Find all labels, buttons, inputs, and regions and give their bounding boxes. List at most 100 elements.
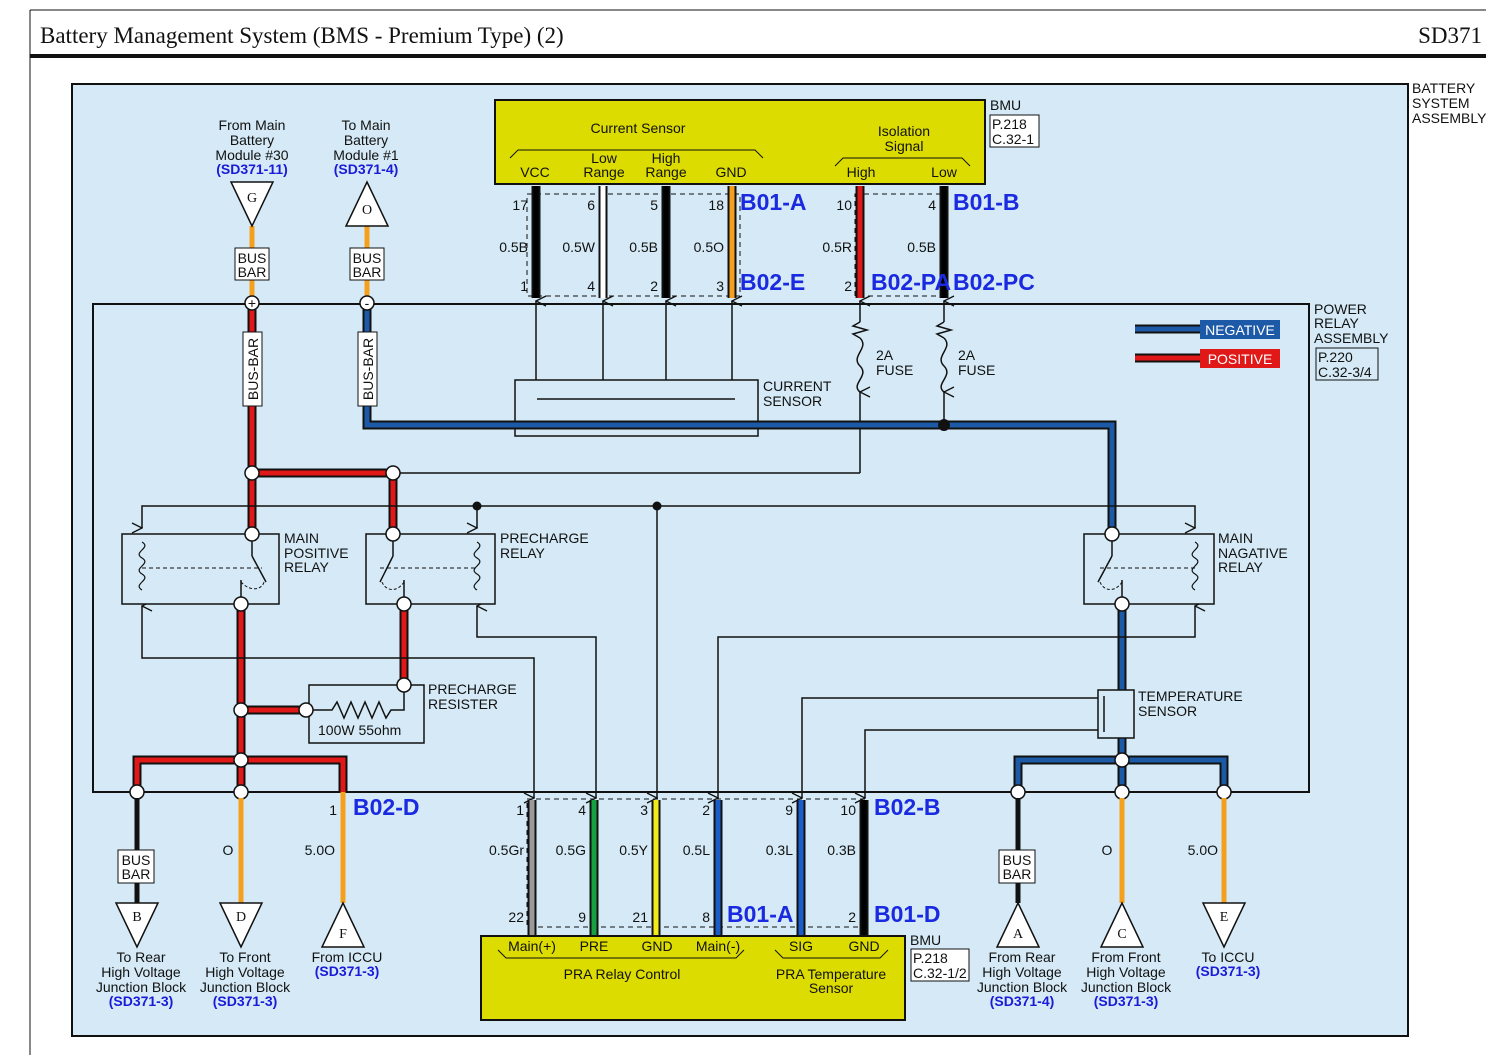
- svg-text:BAR: BAR: [1003, 866, 1032, 882]
- svg-text:BAR: BAR: [238, 264, 267, 280]
- terminal-caption: Junction Block: [96, 979, 187, 995]
- svg-text:SENSOR: SENSOR: [1138, 703, 1197, 719]
- terminal-caption: Junction Block: [200, 979, 291, 995]
- terminal-caption: To Front: [219, 949, 270, 965]
- terminal-caption: From ICCU: [312, 949, 383, 965]
- fuse-isolation-low: [935, 301, 951, 425]
- terminal-caption: High Voltage: [982, 964, 1062, 980]
- connector-b02-pa: B02-PA: [871, 269, 951, 295]
- wire-spec: 0.3B: [827, 842, 856, 858]
- svg-text:RELAY: RELAY: [1314, 315, 1360, 331]
- wire-spec: 0.5B: [499, 239, 528, 255]
- svg-text:PRECHARGE: PRECHARGE: [428, 681, 517, 697]
- wire-spec: 0.5Gr: [489, 842, 524, 858]
- terminal-letter: D: [236, 910, 246, 925]
- svg-text:BUS: BUS: [353, 250, 382, 266]
- terminal-e: ETo ICCU(SD371-3): [1196, 902, 1261, 979]
- svg-text:RELAY: RELAY: [1218, 559, 1264, 575]
- solder-dots: [472, 419, 950, 511]
- svg-text:-: -: [365, 295, 370, 311]
- wire-spec-c: O: [1102, 842, 1113, 858]
- wire-spec: 0.5B: [629, 239, 658, 255]
- battery-system-label: BATTERY SYSTEM ASSEMBLY: [1412, 80, 1486, 126]
- svg-text:P.218: P.218: [913, 950, 948, 966]
- bus-bar-labels: BUS BAR BUS BAR BUS-BAR BUS-BAR BUS BAR …: [117, 247, 1036, 884]
- svg-text:POSITIVE: POSITIVE: [284, 545, 349, 561]
- connector-b02-b: B02-B: [874, 794, 940, 820]
- svg-text:BAR: BAR: [353, 264, 382, 280]
- bmu-top-box: Current Sensor Isolation Signal VCC Low …: [494, 97, 1040, 185]
- pin-bottom-22: 22: [508, 909, 524, 925]
- page-code: SD371: [1418, 23, 1482, 48]
- terminal-caption: From Rear: [989, 949, 1056, 965]
- terminal-letter: B: [132, 910, 141, 925]
- svg-text:To Main: To Main: [341, 117, 390, 133]
- connector-b01-a-top: B01-A: [740, 189, 806, 215]
- svg-text:Range: Range: [645, 164, 686, 180]
- bottom-wire-3: 3 0.5Y 21: [619, 800, 661, 936]
- svg-text:P.220: P.220: [1318, 349, 1353, 365]
- wire-legend: NEGATIVE POSITIVE: [1135, 320, 1280, 368]
- wire-spec-f: 5.0O: [305, 842, 335, 858]
- terminal-caption: High Voltage: [101, 964, 181, 980]
- pin-top-5: 5: [650, 197, 658, 213]
- svg-text:MAIN: MAIN: [1218, 530, 1253, 546]
- svg-text:Module #30: Module #30: [215, 147, 288, 163]
- top-wire-3: 50.5B2: [629, 186, 671, 298]
- svg-text:NAGATIVE: NAGATIVE: [1218, 545, 1288, 561]
- terminal-ref: (SD371-4): [990, 993, 1055, 1009]
- terminal-ref: (SD371-3): [1196, 963, 1261, 979]
- svg-text:PRECHARGE: PRECHARGE: [500, 530, 589, 546]
- pin-top-4: 4: [928, 197, 936, 213]
- wire-spec: 0.5L: [683, 842, 710, 858]
- svg-text:SYSTEM: SYSTEM: [1412, 95, 1470, 111]
- wire-spec: 0.5R: [822, 239, 852, 255]
- power-relay-assembly: [92, 303, 1310, 793]
- pin-bottom-2: 2: [848, 909, 856, 925]
- pin-bottom-2: 2: [844, 278, 852, 294]
- wire-spec: 0.5B: [907, 239, 936, 255]
- svg-text:Range: Range: [583, 164, 624, 180]
- svg-text:G: G: [247, 191, 257, 206]
- terminal-letter: A: [1013, 927, 1024, 942]
- svg-text:BUS: BUS: [238, 250, 267, 266]
- pin-bottom-9: 9: [578, 909, 586, 925]
- pin-top-10: 10: [840, 802, 856, 818]
- svg-text:SIG: SIG: [789, 938, 813, 954]
- pin-bottom-21: 21: [632, 909, 648, 925]
- connector-b02-d: B02-D: [353, 794, 419, 820]
- connector-b01-d: B01-D: [874, 901, 940, 927]
- svg-text:Current Sensor: Current Sensor: [591, 120, 686, 136]
- wire-spec: 0.5G: [556, 842, 586, 858]
- pin-top-3: 3: [640, 802, 648, 818]
- svg-text:BUS: BUS: [122, 852, 151, 868]
- terminal-ref: (SD371-3): [1094, 993, 1159, 1009]
- svg-text:ASSEMBLY: ASSEMBLY: [1412, 110, 1486, 126]
- terminal-g-from-main-battery: From Main Battery Module #30 (SD371-11) …: [215, 117, 289, 228]
- fuse-label-1a: 2A: [876, 347, 894, 363]
- page-title: Battery Management System (BMS - Premium…: [40, 23, 564, 48]
- svg-text:High: High: [652, 150, 681, 166]
- svg-text:Signal: Signal: [885, 138, 924, 154]
- svg-text:Module #1: Module #1: [333, 147, 399, 163]
- svg-text:+: +: [248, 295, 256, 311]
- terminal-caption: Junction Block: [1081, 979, 1172, 995]
- svg-text:100W 55ohm: 100W 55ohm: [318, 722, 401, 738]
- wire-spec: 0.5Y: [619, 842, 648, 858]
- main-negative-relay: MAIN NAGATIVE RELAY: [1083, 530, 1288, 605]
- svg-text:PRA Temperature: PRA Temperature: [776, 966, 886, 982]
- top-wire-1: 170.5B1: [499, 186, 541, 298]
- control-lines: [142, 472, 1195, 798]
- svg-text:C.32-1/2: C.32-1/2: [913, 965, 967, 981]
- legend-negative: NEGATIVE: [1205, 322, 1275, 338]
- svg-text:GND: GND: [715, 164, 746, 180]
- bottom-wire-2: 40.5G9: [556, 800, 599, 936]
- terminal-ref: (SD371-3): [213, 993, 278, 1009]
- svg-text:Low: Low: [591, 150, 618, 166]
- svg-text:From Main: From Main: [219, 117, 286, 133]
